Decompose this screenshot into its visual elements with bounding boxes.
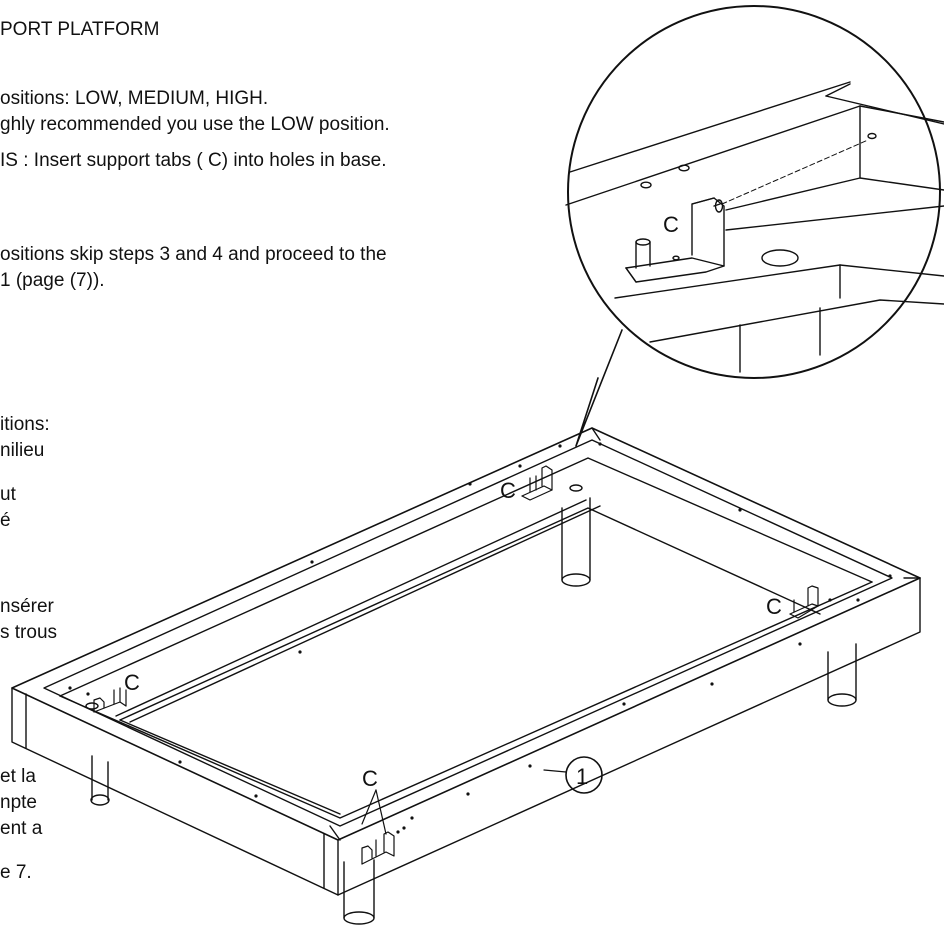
legs	[90, 497, 857, 925]
instruction-positions: ositions: LOW, MEDIUM, HIGH.	[0, 88, 269, 109]
instruction-page-ref: 1 (page (7)).	[0, 270, 105, 291]
tab-label-left: C	[124, 670, 140, 695]
instruction-skip-steps: ositions skip steps 3 and 4 and proceed …	[0, 244, 387, 265]
support-tabs	[93, 465, 819, 865]
fr-line-5: nsérer	[0, 596, 54, 617]
fr-line-4: é	[0, 510, 11, 531]
fr-line-1: itions:	[0, 414, 50, 435]
tab-label-right: C	[766, 594, 782, 619]
fr-line-10: e 7.	[0, 862, 32, 883]
step-title: PORT PLATFORM	[0, 19, 160, 40]
tab-label-front: C	[362, 766, 378, 791]
part-number: 1	[576, 764, 588, 789]
fr-line-3: ut	[0, 484, 16, 505]
instruction-insert-tabs: IS : Insert support tabs ( C) into holes…	[0, 150, 387, 171]
fr-line-8: npte	[0, 792, 37, 813]
fr-line-9: ent a	[0, 818, 43, 839]
tab-label-back: C	[500, 478, 516, 503]
tab-label-detail: C	[663, 212, 679, 237]
instruction-recommendation: ghly recommended you use the LOW positio…	[0, 114, 390, 135]
base-frame	[11, 427, 921, 896]
fr-line-7: et la	[0, 766, 36, 787]
fr-line-2: nilieu	[0, 440, 45, 461]
fr-line-6: s trous	[0, 622, 58, 643]
detail-callout	[565, 5, 944, 447]
part-callout	[543, 756, 603, 794]
